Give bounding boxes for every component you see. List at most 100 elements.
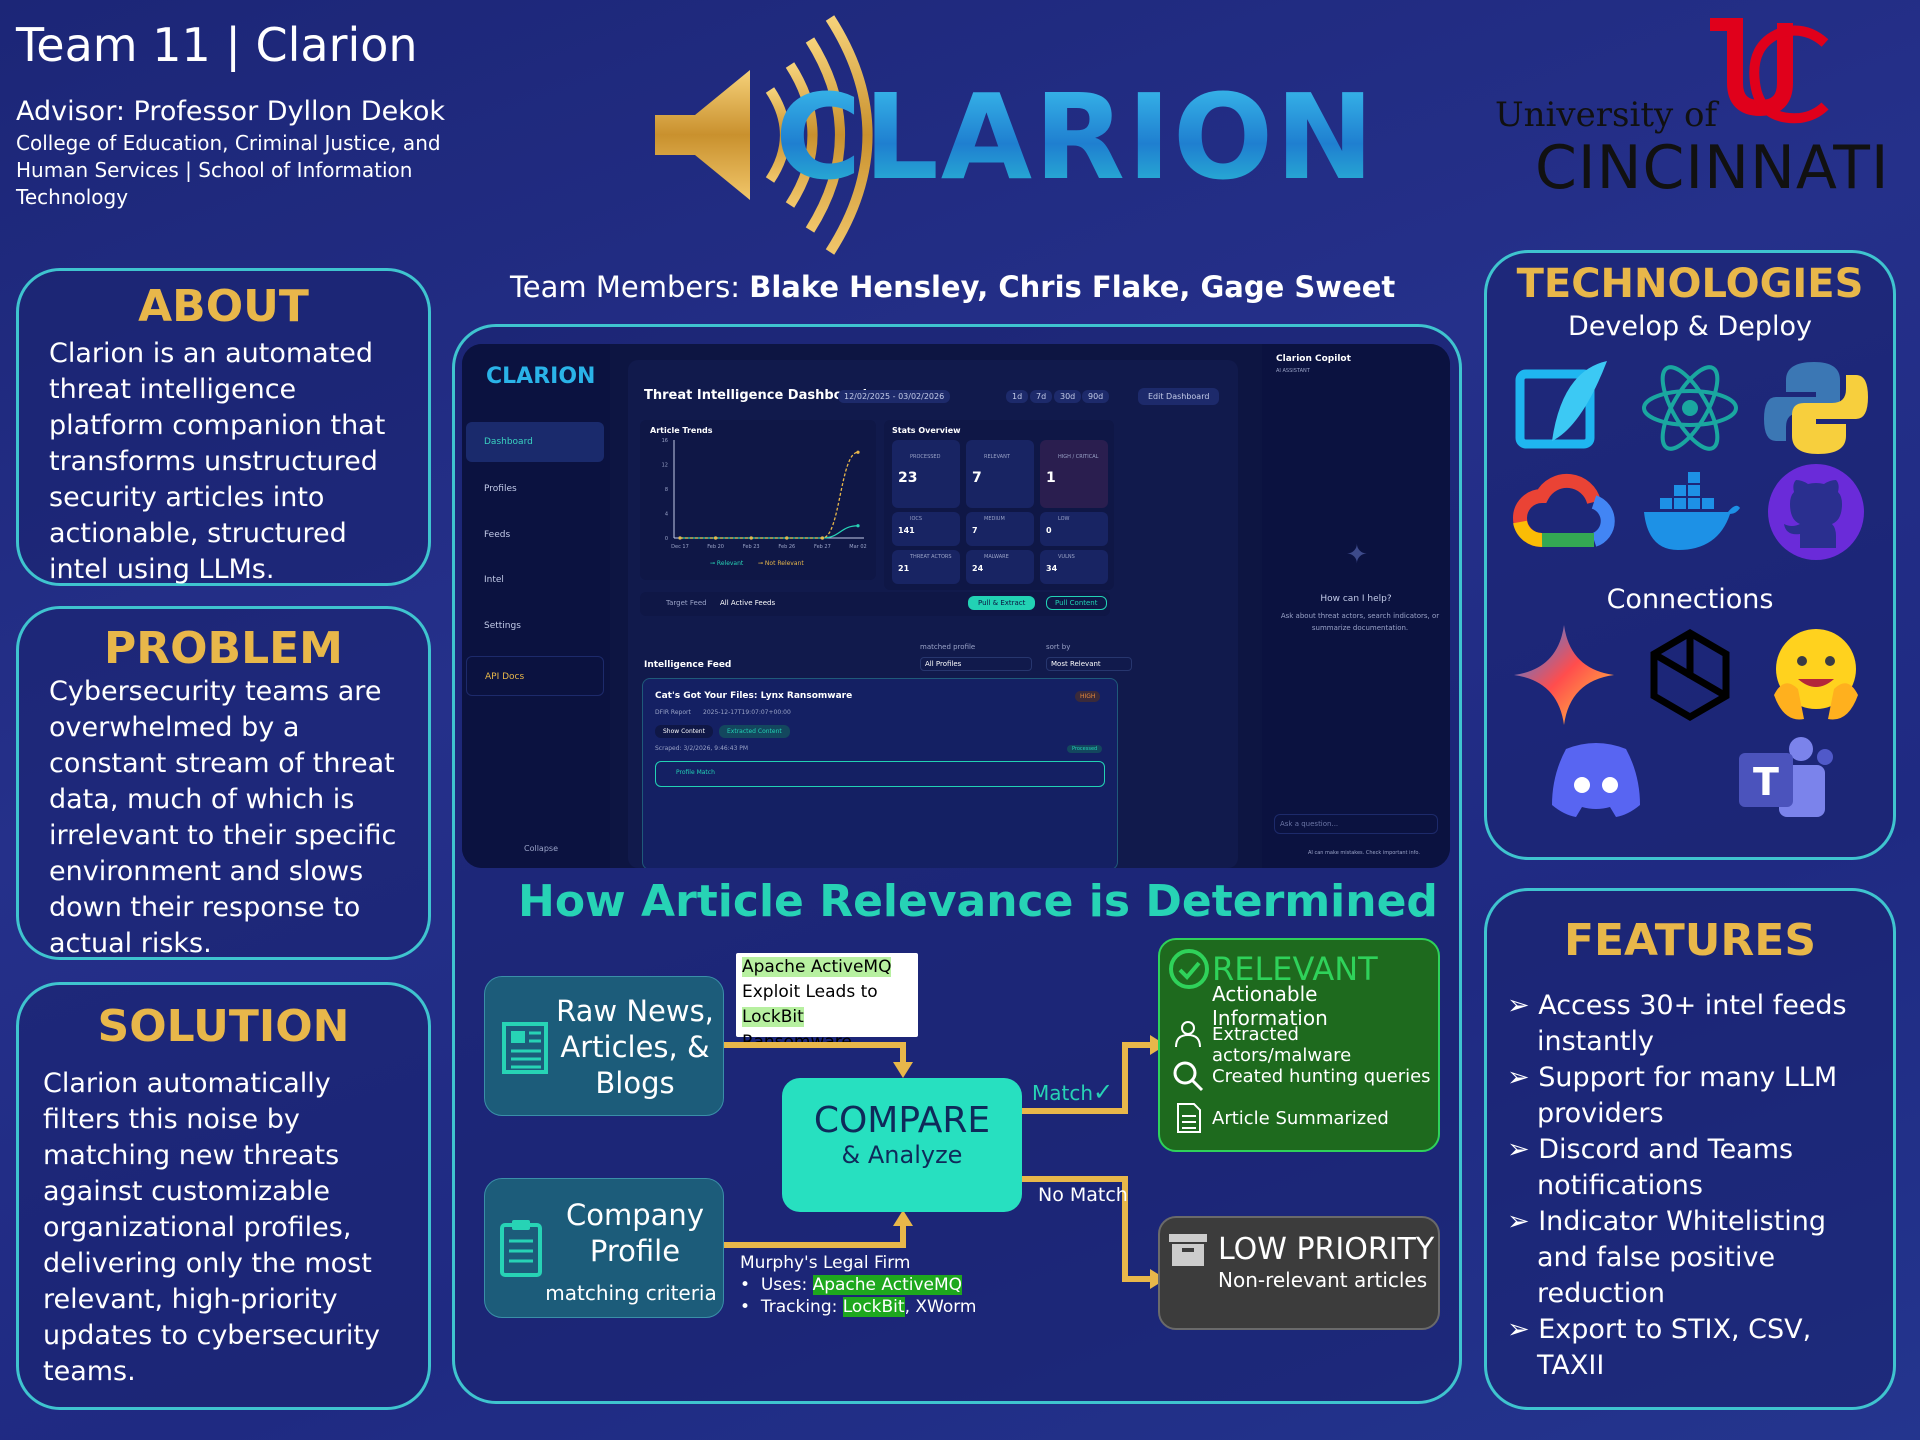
connector	[724, 1242, 906, 1248]
y-tick-label: 12	[662, 463, 668, 469]
extracted-content-button[interactable]: Extracted Content	[719, 725, 790, 738]
members-names: Blake Hensley, Chris Flake, Gage Sweet	[749, 270, 1396, 304]
target-feed-select[interactable]: All Active Feeds	[720, 599, 776, 607]
legend-entry: ⊸ Relevant	[710, 560, 744, 567]
feather-pen-icon	[1512, 356, 1616, 460]
data-point	[749, 536, 753, 540]
stat-value: 23	[898, 470, 918, 486]
stat-value: 1	[1046, 470, 1056, 486]
headline-mid: Exploit Leads to	[742, 982, 878, 1002]
collapse-button[interactable]: Collapse	[524, 844, 558, 853]
dash-main: Threat Intelligence Dashboard 12/02/2025…	[628, 360, 1238, 868]
feature-text: Access 30+ intel feeds instantly	[1537, 990, 1847, 1057]
dash-title: Threat Intelligence Dashboard	[644, 388, 868, 403]
search-icon	[1172, 1060, 1204, 1096]
connector	[900, 1220, 906, 1248]
show-content-button[interactable]: Show Content	[655, 725, 713, 738]
features-panel: FEATURES ➢ Access 30+ intel feeds instan…	[1484, 888, 1896, 1410]
date-range[interactable]: 12/02/2025 - 03/02/2026	[838, 390, 951, 403]
raw-news-box: Raw News, Articles, & Blogs	[484, 976, 724, 1116]
stat-label: HIGH / CRITICAL	[1058, 454, 1099, 460]
edit-dashboard-button[interactable]: Edit Dashboard	[1138, 388, 1220, 405]
processed-badge: Processed	[1067, 745, 1103, 753]
problem-title: PROBLEM	[104, 623, 343, 674]
range-90d[interactable]: 90d	[1082, 390, 1110, 403]
team-members: Team Members: Blake Hensley, Chris Flake…	[510, 270, 1395, 304]
connector	[1022, 1108, 1128, 1114]
help-title: How can I help?	[1320, 594, 1392, 604]
docker-icon	[1638, 460, 1742, 564]
connector	[1022, 1176, 1128, 1182]
svg-text:T: T	[1753, 760, 1779, 804]
stat-value: 141	[898, 526, 915, 535]
target-feed-label: Target Feed	[666, 599, 707, 607]
uc-logo-icon	[1690, 15, 1830, 130]
stat-label: MEDIUM	[984, 516, 1005, 522]
sidebar-item-api-docs[interactable]: API Docs	[466, 656, 604, 696]
x-tick-label: Feb 26	[778, 544, 795, 550]
range-7d[interactable]: 7d	[1030, 390, 1053, 403]
feature-text: Support for many LLM providers	[1537, 1062, 1838, 1129]
company-profile-box: Company Profile matching criteria	[484, 1178, 724, 1318]
features-list: ➢ Access 30+ intel feeds instantly ➢ Sup…	[1507, 988, 1873, 1384]
x-tick-label: Dec 17	[671, 544, 689, 550]
connector	[724, 1042, 906, 1048]
legend-entry: ⊸ Not Relevant	[758, 560, 804, 567]
teams-icon: T	[1733, 727, 1837, 831]
sidebar-item-feeds[interactable]: Feeds	[484, 530, 511, 540]
highlight-lockbit: LockBit	[742, 1007, 804, 1027]
range-1d[interactable]: 1d	[1006, 390, 1029, 403]
connector	[1122, 1276, 1154, 1282]
huggingface-icon	[1764, 623, 1868, 727]
technologies-panel: TECHNOLOGIES Develop & Deploy Connection…	[1484, 250, 1896, 860]
compare-box: COMPARE & Analyze	[782, 1078, 1022, 1212]
feature-item: ➢ Support for many LLM providers	[1507, 1062, 1838, 1129]
relevant-item: Article Summarized	[1212, 1108, 1389, 1129]
analyze-label: & Analyze	[841, 1141, 963, 1169]
copilot-panel: Clarion Copilot AI ASSISTANT ✦ How can I…	[1262, 344, 1450, 868]
google-cloud-icon	[1512, 460, 1616, 564]
arrow-up-icon	[893, 1210, 913, 1226]
sidebar-item-intel[interactable]: Intel	[484, 575, 504, 585]
stats-title: Stats Overview	[892, 426, 961, 435]
pull-extract-button[interactable]: Pull & Extract	[968, 596, 1036, 610]
data-point	[820, 536, 824, 540]
react-icon	[1638, 356, 1742, 460]
low-priority-box: LOW PRIORITY Non-relevant articles	[1158, 1216, 1440, 1330]
feature-item: ➢ Indicator Whitelisting and false posit…	[1507, 1206, 1827, 1309]
pull-content-button[interactable]: Pull Content	[1046, 596, 1107, 610]
low-priority-subtitle: Non-relevant articles	[1218, 1268, 1428, 1292]
github-icon	[1764, 460, 1868, 564]
members-label: Team Members:	[510, 270, 750, 304]
help-text: Ask about threat actors, search indicato…	[1280, 612, 1440, 632]
ask-input[interactable]: Ask a question...	[1274, 814, 1438, 834]
clipboard-icon	[499, 1217, 543, 1281]
x-tick-label: Feb 27	[814, 544, 831, 550]
ai-disclaimer: AI can make mistakes. Check important in…	[1308, 850, 1420, 856]
openai-icon	[1638, 623, 1742, 727]
highlight-apache: Apache ActiveMQ	[742, 957, 892, 977]
sidebar-item-profiles[interactable]: Profiles	[484, 484, 517, 494]
feature-text: Discord and Teams notifications	[1537, 1134, 1794, 1201]
stat-value: 7	[972, 470, 982, 486]
person-icon	[1174, 1020, 1202, 1052]
sidebar-item-dashboard[interactable]: Dashboard	[466, 422, 604, 462]
range-30d[interactable]: 30d	[1054, 390, 1082, 403]
x-tick-label: Feb 23	[743, 544, 760, 550]
sidebar-item-settings[interactable]: Settings	[484, 621, 521, 631]
trends-title: Article Trends	[650, 426, 713, 435]
raw-news-label: Raw News, Articles, & Blogs	[556, 994, 714, 1100]
feed-title: Intelligence Feed	[644, 660, 732, 670]
stat-label: LOW	[1058, 516, 1070, 522]
connections-label: Connections	[1606, 584, 1774, 615]
matched-profile-select[interactable]: All Profiles	[920, 657, 1033, 671]
connector	[1122, 1176, 1128, 1282]
low-priority-title: LOW PRIORITY	[1218, 1232, 1435, 1267]
article-card[interactable]: Cat's Got Your Files: Lynx Ransomware HI…	[642, 678, 1118, 868]
sort-select[interactable]: Most Relevant	[1046, 657, 1132, 671]
gemini-icon	[1512, 623, 1616, 727]
y-tick-label: 16	[662, 438, 668, 444]
